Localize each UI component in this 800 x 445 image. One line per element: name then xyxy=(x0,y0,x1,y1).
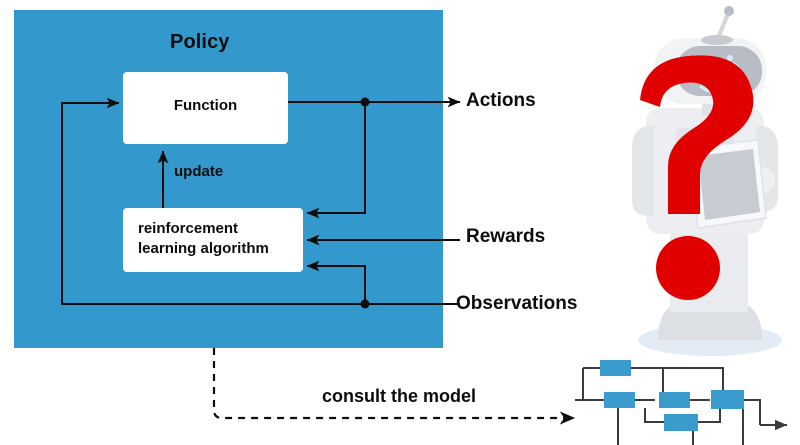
robot-antenna xyxy=(701,6,734,45)
policy-container xyxy=(14,10,443,348)
model-flowchart xyxy=(575,360,787,445)
robot-tablet xyxy=(689,139,767,229)
flow-node xyxy=(711,390,744,409)
observations-signal-label: Observations xyxy=(456,293,578,314)
observations-to-rl-line xyxy=(306,260,366,304)
observations-to-function-line xyxy=(61,97,365,305)
actions-feedback-line xyxy=(306,102,366,219)
flow-node xyxy=(600,360,631,376)
function-block xyxy=(123,72,288,144)
flow-node xyxy=(604,392,635,408)
robot-left-arm xyxy=(632,126,654,216)
flow-node xyxy=(664,414,698,431)
update-edge-label: update xyxy=(174,163,224,180)
question-mark-overlay xyxy=(640,55,754,300)
confused-robot-illustration xyxy=(632,6,782,356)
function-block-label: Function xyxy=(173,97,238,114)
flow-node xyxy=(659,392,690,408)
policy-title: Policy xyxy=(170,31,230,53)
actions-signal-label: Actions xyxy=(466,90,536,111)
rl-algorithm-block xyxy=(123,208,303,272)
consult-the-model-arrow xyxy=(212,348,576,425)
rewards-signal-label: Rewards xyxy=(466,226,546,247)
flowchart-nodes xyxy=(600,360,744,431)
consult-the-model-label: consult the model xyxy=(322,386,477,406)
